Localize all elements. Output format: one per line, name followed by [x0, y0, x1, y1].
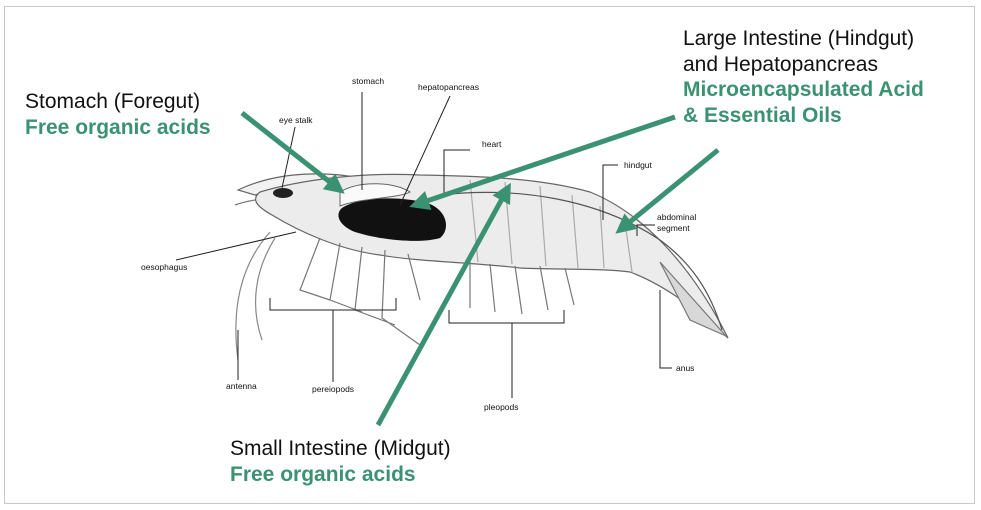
small-intestine-callout-agent: Free organic acids [230, 462, 451, 488]
stomach-callout-title: Stomach (Foregut) [25, 89, 211, 115]
small-intestine-callout-title: Small Intestine (Midgut) [230, 436, 451, 462]
abdominal-segment-label-line1: abdominal [657, 212, 696, 222]
small-intestine-callout: Small Intestine (Midgut) Free organic ac… [230, 436, 451, 487]
large-intestine-callout-title: Large Intestine (Hindgut) and Hepatopanc… [683, 26, 924, 77]
antenna-label: antenna [226, 381, 257, 391]
anus-label: anus [676, 363, 694, 373]
pereiopods-label: pereiopods [312, 384, 354, 394]
stomach-callout: Stomach (Foregut) Free organic acids [25, 89, 211, 140]
large-intestine-callout-agent-line1: Microencapsulated Acid [683, 77, 924, 103]
hindgut-label: hindgut [624, 160, 653, 170]
abdominal-segment-label-line2: segment [657, 223, 690, 233]
hepatopancreas-label: hepatopancreas [418, 82, 479, 92]
heart-label: heart [482, 139, 502, 149]
pleopods-label: pleopods [484, 402, 519, 412]
large-intestine-callout: Large Intestine (Hindgut) and Hepatopanc… [683, 26, 924, 128]
eye-icon [273, 188, 293, 198]
stomach-label: stomach [352, 76, 384, 86]
oesophagus-label: oesophagus [141, 262, 187, 272]
large-intestine-callout-agent-line2: & Essential Oils [683, 103, 924, 129]
eye-stalk-label: eye stalk [279, 115, 313, 125]
stomach-callout-agent: Free organic acids [25, 115, 211, 141]
